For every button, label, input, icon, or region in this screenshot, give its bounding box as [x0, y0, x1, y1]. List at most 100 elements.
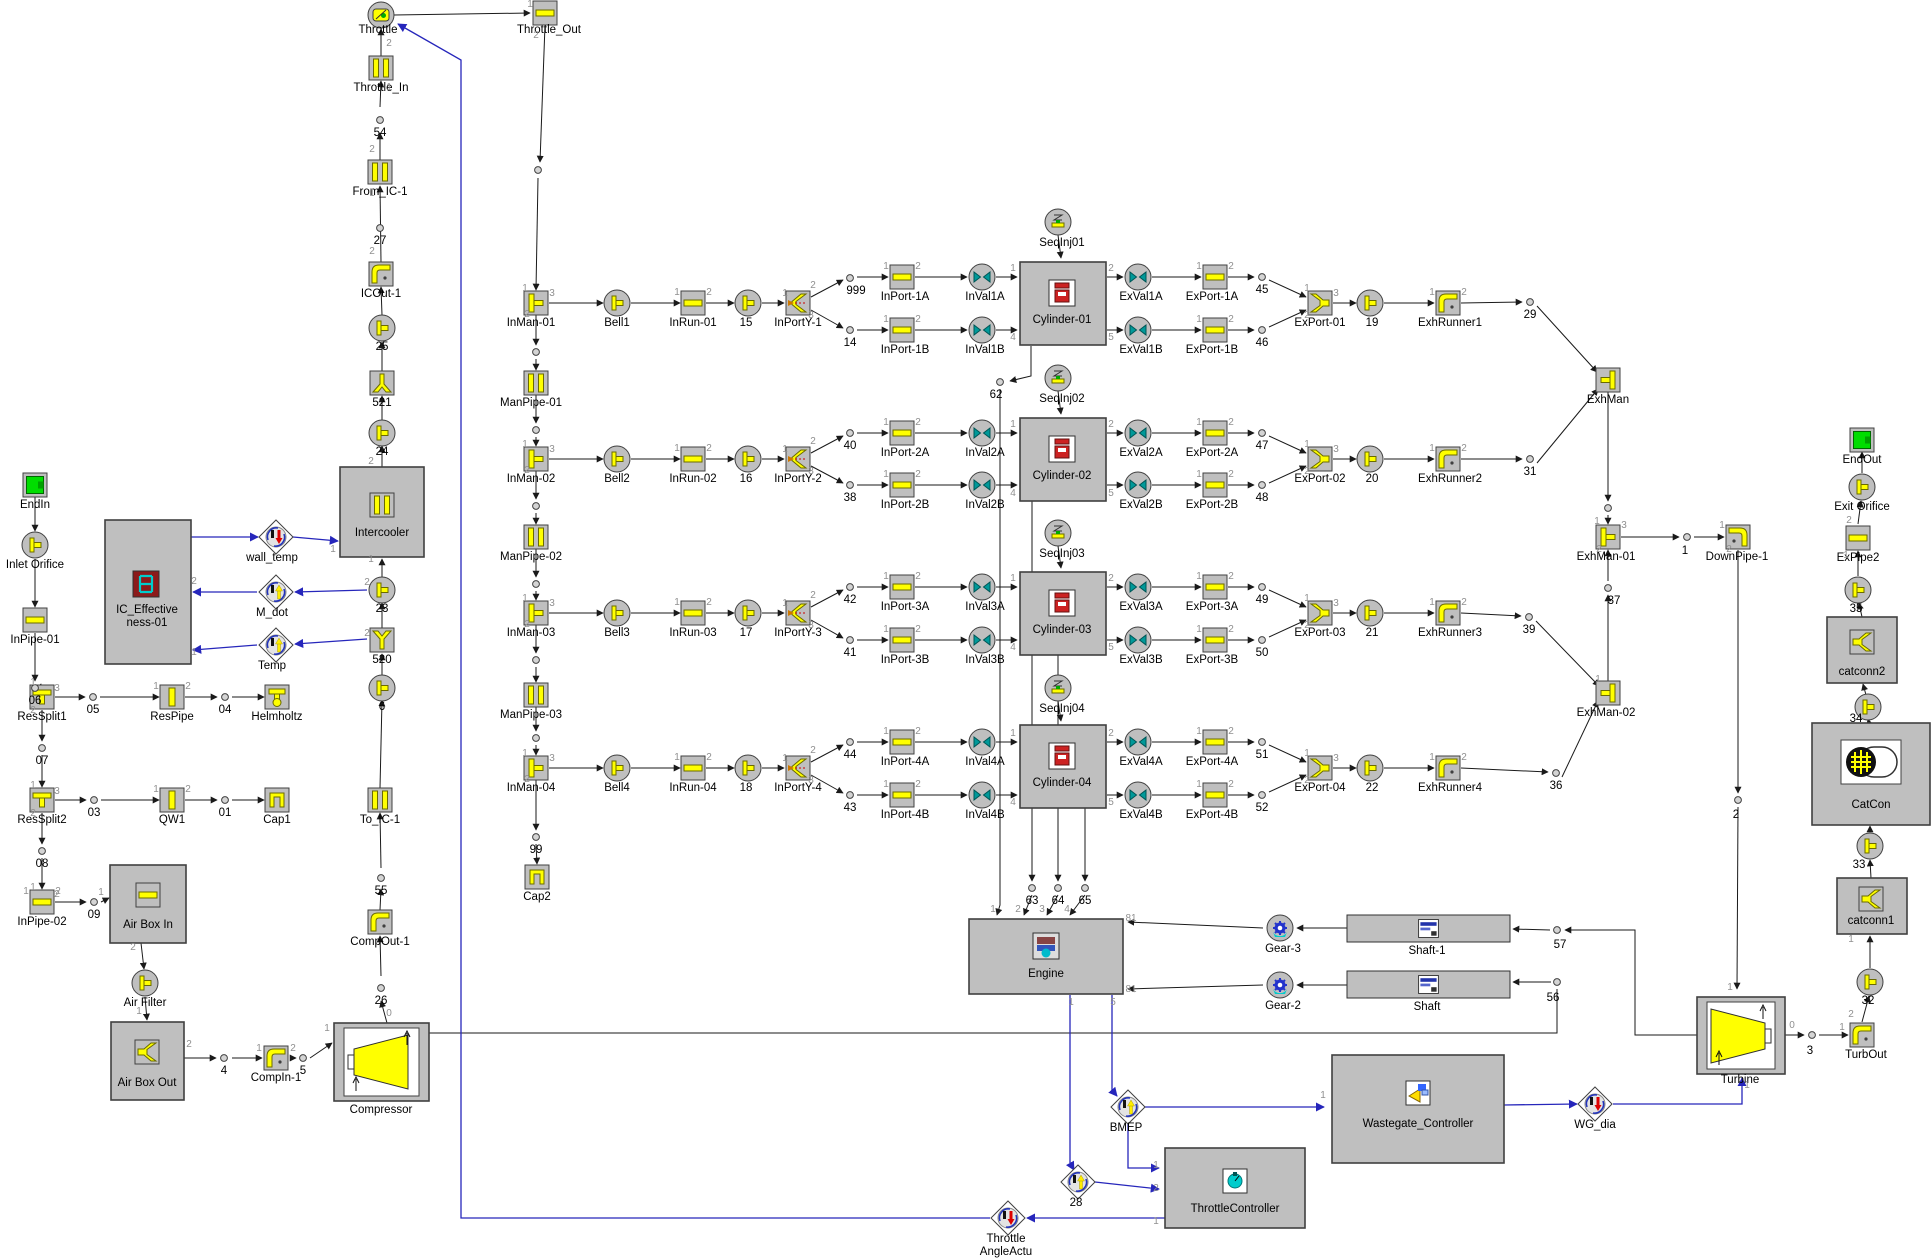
node-exhman-01[interactable]: ExhMan-01: [1577, 524, 1636, 563]
connector-06[interactable]: 06: [29, 684, 42, 707]
connector-40[interactable]: 40: [844, 429, 857, 452]
connector[interactable]: [1604, 504, 1612, 512]
connector-27[interactable]: 27: [374, 224, 387, 247]
node-exval1a[interactable]: ExVal1A: [1119, 263, 1163, 303]
node-c21[interactable]: 21: [1356, 599, 1384, 639]
connector-41[interactable]: 41: [844, 636, 857, 659]
connector-50[interactable]: 50: [1256, 636, 1269, 659]
connector-07[interactable]: 07: [36, 744, 49, 767]
node-inval3a[interactable]: InVal3A: [965, 573, 1005, 613]
node-d28[interactable]: 28: [1060, 1164, 1096, 1209]
node-intercooler[interactable]: Intercooler: [339, 466, 425, 558]
node-ressplit2[interactable]: ResSplit2: [17, 787, 67, 826]
connector-4[interactable]: 4: [220, 1054, 228, 1077]
node-icout-1[interactable]: ICOut-1: [361, 261, 401, 300]
connector-29[interactable]: 29: [1524, 298, 1537, 321]
connector-31[interactable]: 31: [1524, 455, 1537, 478]
node-y520[interactable]: 520: [369, 627, 395, 666]
node-exval3a[interactable]: ExVal3A: [1119, 573, 1163, 613]
connector-55[interactable]: 55: [375, 874, 388, 897]
node-c19[interactable]: 19: [1356, 289, 1384, 329]
node-bell4[interactable]: Bell4: [603, 754, 631, 794]
connector-52[interactable]: 52: [1256, 791, 1269, 814]
node-export-04[interactable]: ExPort-04: [1294, 755, 1346, 794]
connector-3[interactable]: 3: [1807, 1031, 1816, 1057]
connector-64[interactable]: 64: [1052, 884, 1065, 907]
connector-36[interactable]: 36: [1550, 769, 1563, 792]
connector-04[interactable]: 04: [219, 693, 232, 716]
node-c18[interactable]: 18: [734, 754, 762, 794]
connector[interactable]: [532, 656, 540, 664]
node-cylinder-04[interactable]: Cylinder-04: [1019, 724, 1107, 809]
connector-1[interactable]: 1: [1682, 533, 1691, 557]
connector[interactable]: [534, 166, 542, 174]
node-inlet-orifice[interactable]: Inlet Orifice: [6, 531, 64, 571]
node-seqinj03[interactable]: SeqInj03: [1039, 519, 1085, 560]
node-bell2[interactable]: Bell2: [603, 445, 631, 485]
node-c25[interactable]: 25: [368, 314, 396, 353]
connector[interactable]: [532, 426, 540, 434]
connector-5[interactable]: 5: [299, 1054, 307, 1077]
connector-26[interactable]: 26: [375, 984, 388, 1007]
connector-999[interactable]: 999: [846, 274, 866, 297]
node-turbout[interactable]: TurbOut: [1845, 1022, 1888, 1061]
node-cylinder-01[interactable]: Cylinder-01: [1019, 261, 1107, 346]
node-compin-1[interactable]: CompIn-1: [251, 1045, 302, 1084]
node-c23[interactable]: 23: [368, 576, 396, 615]
node-cap1[interactable]: Cap1: [263, 787, 291, 826]
node-gear-3[interactable]: Gear-3: [1265, 914, 1301, 955]
connector-43[interactable]: 43: [844, 791, 857, 814]
node-inval1a[interactable]: InVal1A: [965, 263, 1005, 303]
node-inman-02[interactable]: InMan-02: [507, 446, 556, 485]
node-cap2[interactable]: Cap2: [523, 864, 551, 903]
node-c33[interactable]: 33: [1853, 832, 1884, 871]
connector-2[interactable]: 2: [1733, 796, 1742, 821]
node-export-02[interactable]: ExPort-02: [1294, 446, 1346, 485]
node-manpipe-01[interactable]: ManPipe-01: [500, 370, 562, 409]
connector[interactable]: [532, 348, 540, 356]
node-c32[interactable]: 32: [1856, 968, 1884, 1007]
node-exit-orifice[interactable]: Exit Orifice: [1834, 473, 1890, 513]
node-airboxout[interactable]: Air Box Out: [110, 1021, 185, 1101]
connector[interactable]: [532, 734, 540, 742]
node-exval4a[interactable]: ExVal4A: [1119, 728, 1163, 768]
node-temp[interactable]: Temp: [258, 627, 294, 672]
connector-48[interactable]: 48: [1256, 481, 1269, 504]
connector-05[interactable]: 05: [87, 693, 100, 716]
node-cylinder-03[interactable]: Cylinder-03: [1019, 571, 1107, 656]
node-airfilter[interactable]: Air Filter: [124, 969, 167, 1009]
connector-56[interactable]: 56: [1547, 978, 1561, 1004]
node-c15[interactable]: 15: [734, 289, 762, 329]
node-exhman[interactable]: ExhMan: [1587, 367, 1629, 406]
connector-51[interactable]: 51: [1256, 738, 1269, 761]
node-catconn2[interactable]: catconn2: [1826, 616, 1898, 684]
node-exval2b[interactable]: ExVal2B: [1119, 471, 1163, 511]
node-c6[interactable]: 6: [368, 674, 396, 713]
node-throttle-in[interactable]: Throttle_In: [354, 55, 409, 94]
node-catconn1[interactable]: catconn1: [1836, 877, 1908, 935]
node-shaft-1[interactable]: Shaft-1: [1346, 914, 1511, 957]
connector-38[interactable]: 38: [844, 481, 857, 504]
node-inporty-4[interactable]: InPortY-4: [774, 755, 822, 794]
node-y521[interactable]: 521: [369, 370, 395, 409]
node-c20[interactable]: 20: [1356, 445, 1384, 485]
node-inval4b[interactable]: InVal4B: [965, 781, 1005, 821]
node-airboxin[interactable]: Air Box In: [109, 864, 187, 944]
node-seqinj02[interactable]: SeqInj02: [1039, 364, 1085, 405]
